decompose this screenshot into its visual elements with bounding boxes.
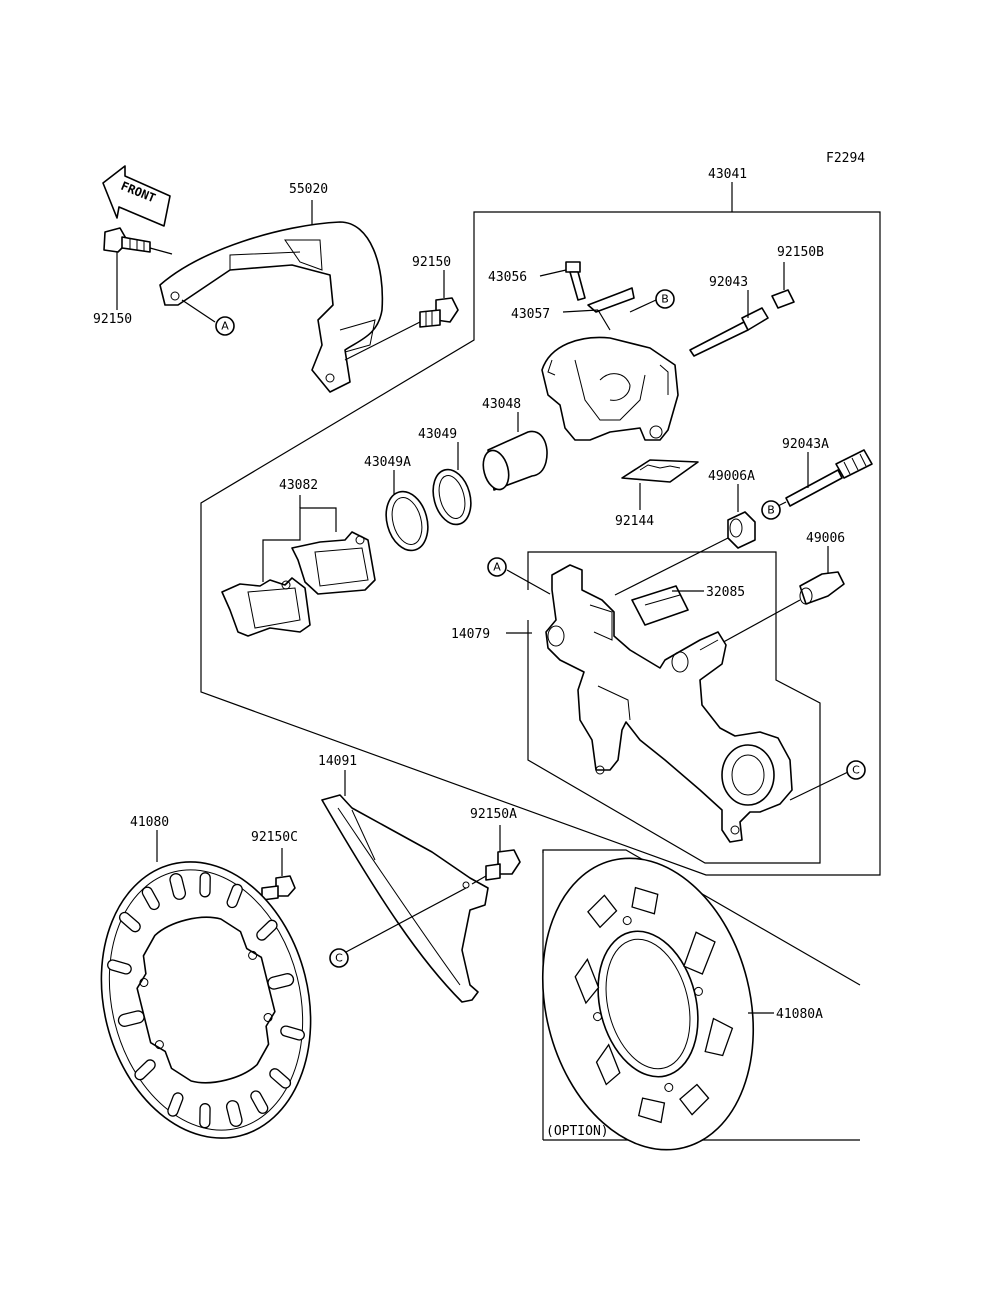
callout-b-right: B: [761, 500, 781, 520]
svg-text:A: A: [221, 320, 229, 333]
part-label-32085: 32085: [706, 585, 745, 600]
front-arrow-icon: FRONT: [102, 165, 171, 227]
bracket-frame: [527, 551, 821, 864]
spring-32085: [631, 585, 689, 626]
callout-c-guard: C: [329, 948, 349, 968]
caliper-guard-55020: [159, 221, 384, 393]
seal-43049: [432, 468, 472, 526]
svg-text:B: B: [767, 504, 775, 517]
pin-92043A: [785, 449, 873, 507]
cap-43057: [587, 287, 635, 313]
part-label-41080: 41080: [130, 815, 169, 830]
part-label-43049: 43049: [418, 427, 457, 442]
callout-c-bracket: C: [846, 760, 866, 780]
pad-spring-92144: [621, 459, 699, 483]
part-label-43041: 43041: [708, 167, 747, 182]
part-label-92043A: 92043A: [782, 437, 829, 452]
svg-text:C: C: [335, 952, 343, 965]
part-label-41080A: 41080A: [776, 1007, 823, 1022]
part-label-92150B: 92150B: [777, 245, 824, 260]
option-label: (OPTION): [546, 1124, 609, 1139]
piston-43048: [482, 430, 548, 491]
disc-guard-14091: [321, 794, 489, 1003]
bleed-valve-43056: [565, 261, 586, 301]
assembly-frame: [200, 182, 881, 876]
part-label-43056: 43056: [488, 270, 527, 285]
cap-92150B: [771, 289, 795, 309]
bolt-92150-right: [419, 297, 459, 328]
part-label-92043: 92043: [709, 275, 748, 290]
caliper-bracket-14079: [545, 564, 793, 843]
part-label-49006A: 49006A: [708, 469, 755, 484]
part-label-92144: 92144: [615, 514, 654, 529]
brake-pads-43082: [221, 531, 376, 637]
part-label-92150-left: 92150: [93, 312, 132, 327]
svg-text:C: C: [852, 764, 860, 777]
part-label-43048: 43048: [482, 397, 521, 412]
callout-a-guard: A: [215, 316, 235, 336]
part-label-14079: 14079: [451, 627, 490, 642]
part-label-55020: 55020: [289, 182, 328, 197]
brake-disc-41080: [100, 861, 312, 1139]
part-label-92150-right: 92150: [412, 255, 451, 270]
pin-92043: [689, 307, 769, 357]
boot-49006A: [727, 511, 756, 549]
part-label-43082: 43082: [279, 478, 318, 493]
svg-text:A: A: [493, 561, 501, 574]
part-label-43057: 43057: [511, 307, 550, 322]
caliper-body: [541, 336, 679, 441]
figure-code: F2294: [826, 151, 865, 166]
part-label-43049A: 43049A: [364, 455, 411, 470]
brake-disc-41080A: [541, 857, 755, 1151]
part-label-92150C: 92150C: [251, 830, 298, 845]
part-label-92150A: 92150A: [470, 807, 517, 822]
bolt-92150A: [485, 849, 521, 881]
seal-43049A: [385, 490, 429, 552]
callout-b-top: B: [655, 289, 675, 309]
callout-a-bracket: A: [487, 557, 507, 577]
svg-text:B: B: [661, 293, 669, 306]
part-label-49006: 49006: [806, 531, 845, 546]
bolt-49006: [799, 571, 845, 605]
part-label-14091: 14091: [318, 754, 357, 769]
bolt-92150-left: [103, 227, 151, 253]
bolt-92150C: [261, 875, 296, 901]
